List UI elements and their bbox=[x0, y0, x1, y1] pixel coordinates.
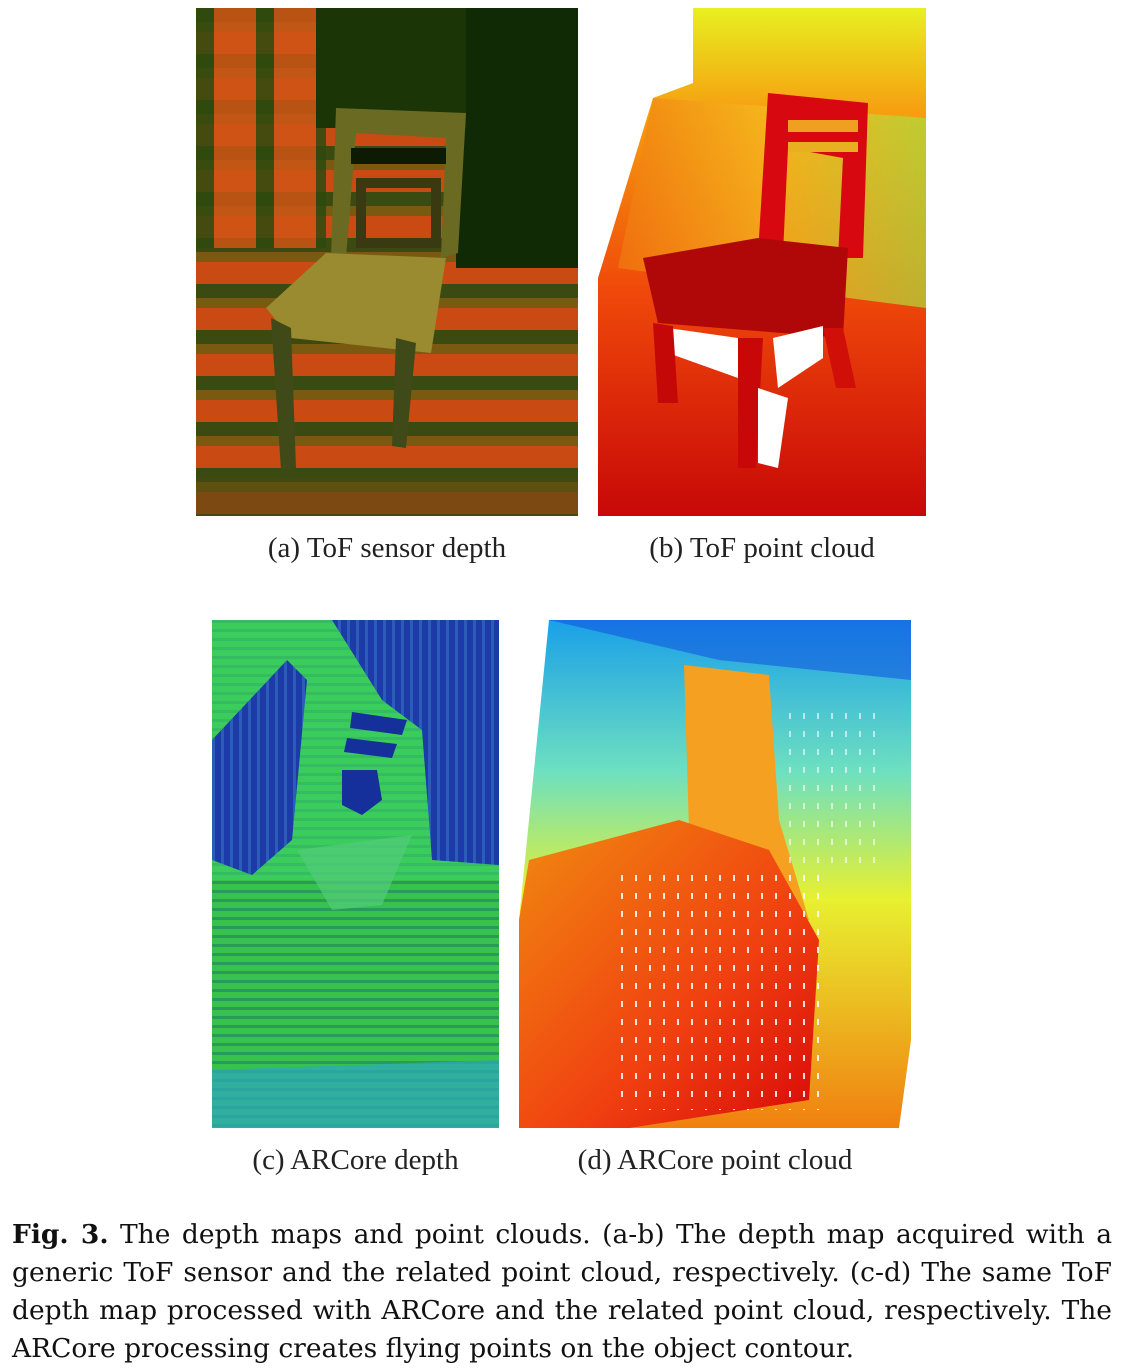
arcore-point-cloud-image bbox=[519, 620, 911, 1128]
tof-point-cloud-image bbox=[598, 8, 926, 516]
figure-caption: Fig. 3. The depth maps and point clouds.… bbox=[12, 1216, 1112, 1368]
subfigure-caption-a: (a) ToF sensor depth bbox=[267, 532, 507, 564]
figure-label: Fig. 3. bbox=[12, 1219, 109, 1250]
arcore-depth-map-image bbox=[212, 620, 499, 1128]
subfigure-caption-d: (d) ARCore point cloud bbox=[577, 1144, 853, 1176]
figure-caption-text: The depth maps and point clouds. (a-b) T… bbox=[12, 1219, 1112, 1364]
subfigure-caption-b: (b) ToF point cloud bbox=[649, 532, 875, 564]
subfigure-caption-c: (c) ARCore depth bbox=[252, 1144, 459, 1176]
tof-depth-map-image bbox=[196, 8, 578, 516]
